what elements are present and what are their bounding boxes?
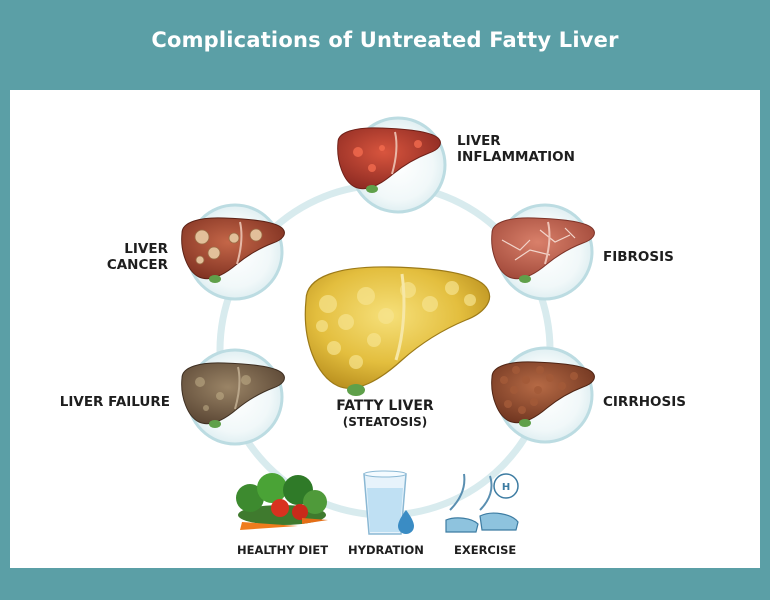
- label-inflammation-line2: INFLAMMATION: [457, 149, 575, 165]
- center-label: FATTY LIVER (STEATOSIS): [325, 398, 445, 430]
- label-healthy-diet: HEALTHY DIET: [237, 543, 329, 557]
- diagram-svg: H: [181, 116, 595, 535]
- label-cirrhosis: CIRRHOSIS: [603, 394, 686, 410]
- page-title: Complications of Untreated Fatty Liver: [151, 28, 619, 52]
- label-hydration: HYDRATION: [348, 543, 424, 557]
- label-inflammation-line1: LIVER: [457, 133, 501, 149]
- label-cancer: LIVER CANCER: [50, 241, 168, 273]
- liver-cirrhosis-image: [491, 361, 595, 427]
- diagram-panel: H FATTY LIVER (STEATOSIS) LIVER INFLAMMA…: [10, 90, 760, 568]
- center-label-line2: (STEATOSIS): [342, 415, 428, 429]
- label-fibrosis: FIBROSIS: [603, 249, 674, 265]
- healthy-diet-icon: [236, 473, 328, 530]
- label-cancer-line2: CANCER: [106, 257, 168, 273]
- center-label-line1: FATTY LIVER: [336, 398, 434, 414]
- liver-failure-image: [181, 362, 285, 428]
- label-exercise: EXERCISE: [454, 543, 517, 557]
- exercise-icon: H: [445, 473, 519, 533]
- label-cancer-line1: LIVER: [124, 241, 168, 257]
- fatty-liver-image: [304, 266, 491, 396]
- hydration-icon: [363, 470, 414, 535]
- liver-cancer-image: [181, 217, 285, 283]
- label-failure: LIVER FAILURE: [59, 394, 170, 410]
- exercise-h-glyph: H: [502, 482, 510, 493]
- label-inflammation: LIVER INFLAMMATION: [457, 133, 575, 165]
- liver-inflammation-image: [337, 127, 441, 193]
- liver-fibrosis-image: [491, 217, 595, 283]
